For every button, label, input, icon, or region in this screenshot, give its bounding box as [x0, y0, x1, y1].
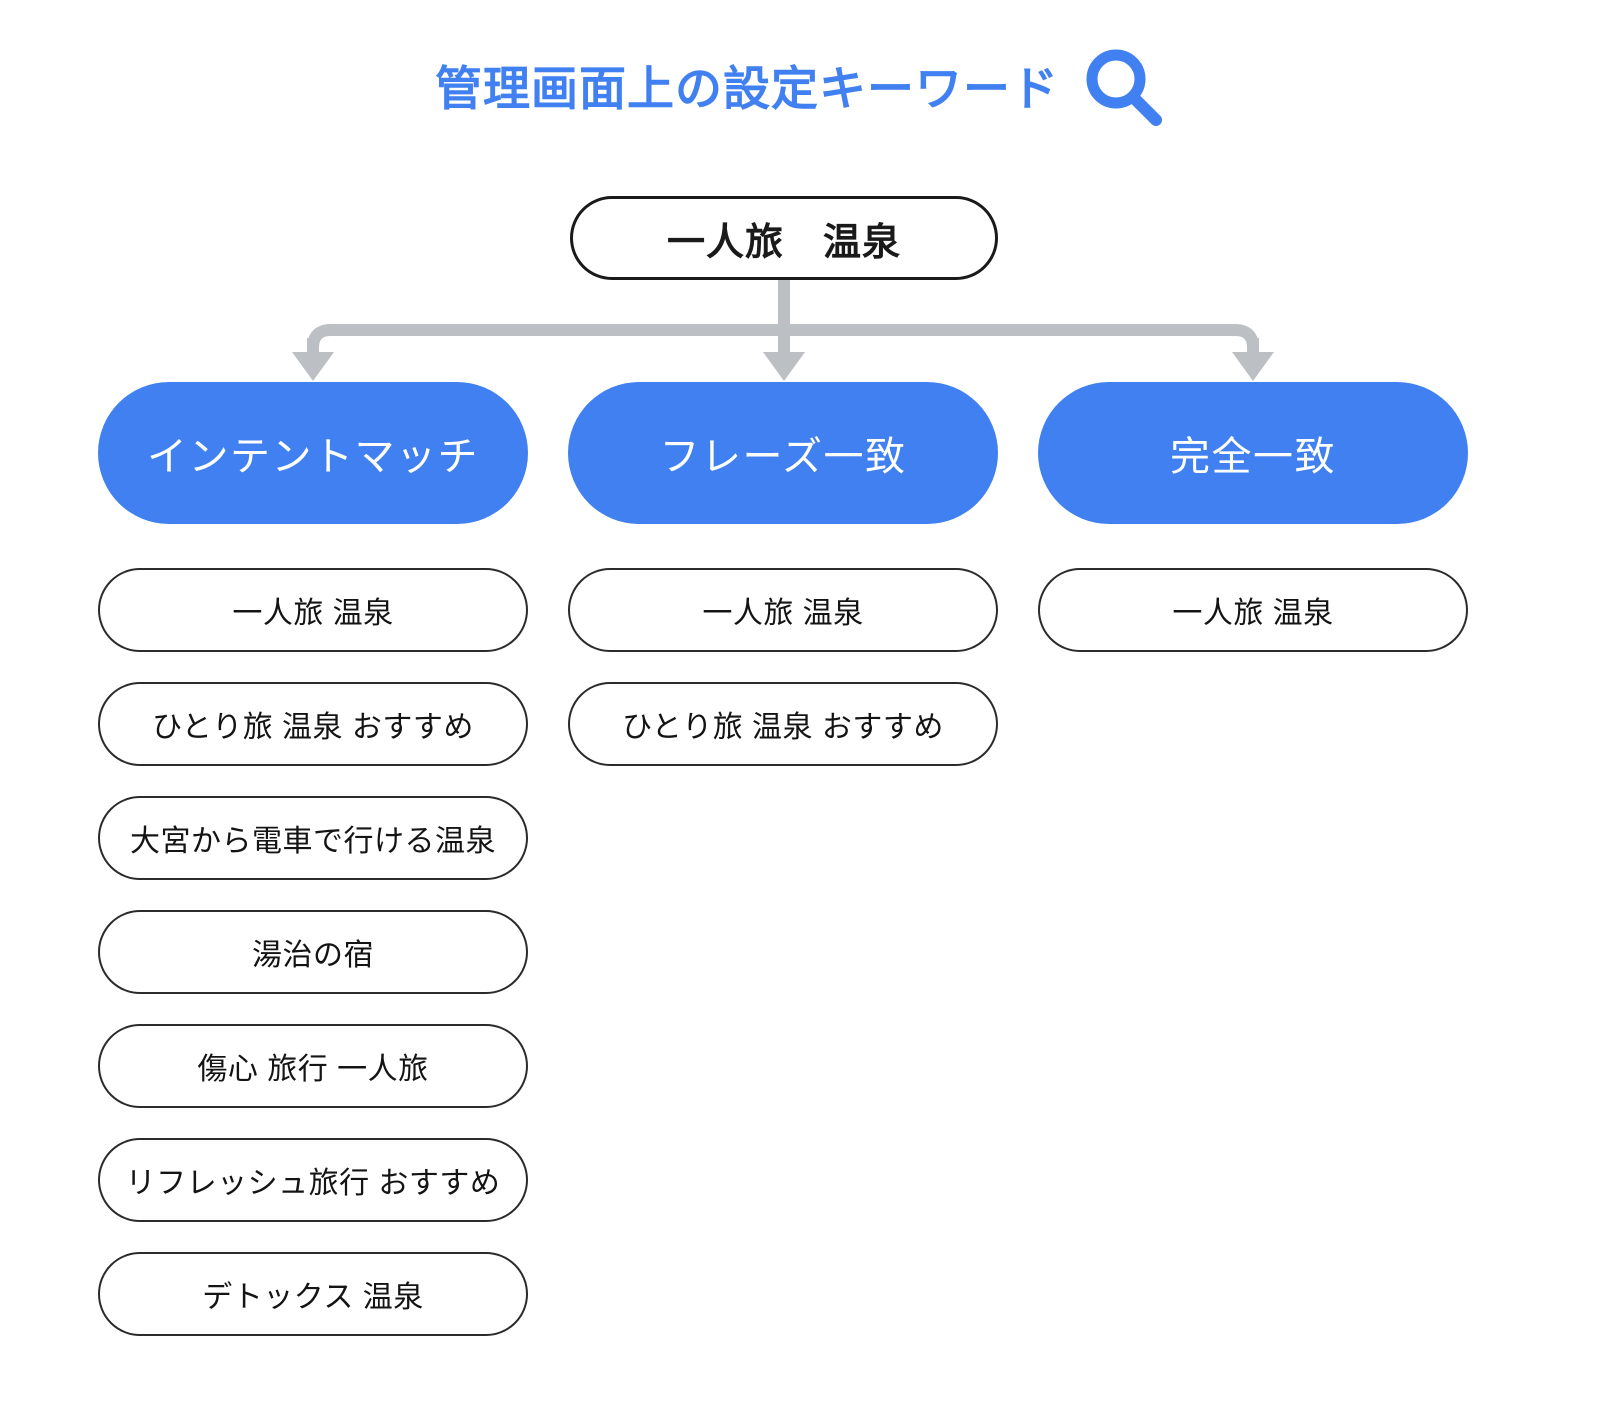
arrow-head-intent — [292, 352, 334, 381]
keyword-pill[interactable]: 傷心 旅行 一人旅 — [98, 1024, 528, 1108]
search-icon — [1086, 49, 1162, 126]
keyword-pill[interactable]: 一人旅 温泉 — [568, 568, 998, 652]
match-type-pill-phrase[interactable]: フレーズ一致 — [568, 382, 998, 524]
match-type-pill-intent[interactable]: インテントマッチ — [98, 382, 528, 524]
keyword-pill[interactable]: 一人旅 温泉 — [1038, 568, 1468, 652]
keyword-pill[interactable]: ひとり旅 温泉 おすすめ — [98, 682, 528, 766]
keyword-list-phrase: 一人旅 温泉 ひとり旅 温泉 おすすめ — [568, 568, 998, 766]
keyword-list-intent: 一人旅 温泉 ひとり旅 温泉 おすすめ 大宮から電車で行ける温泉 湯治の宿 傷心… — [98, 568, 528, 1336]
column-intent-match: インテントマッチ 一人旅 温泉 ひとり旅 温泉 おすすめ 大宮から電車で行ける温… — [98, 382, 528, 1336]
keyword-pill[interactable]: デトックス 温泉 — [98, 1252, 528, 1336]
page-title: 管理画面上の設定キーワード — [435, 61, 1059, 115]
keyword-list-exact: 一人旅 温泉 — [1038, 568, 1468, 652]
keyword-pill[interactable]: ひとり旅 温泉 おすすめ — [568, 682, 998, 766]
keyword-pill[interactable]: リフレッシュ旅行 おすすめ — [98, 1138, 528, 1222]
keyword-pill[interactable]: 一人旅 温泉 — [98, 568, 528, 652]
match-type-pill-exact[interactable]: 完全一致 — [1038, 382, 1468, 524]
root-keyword-node[interactable]: 一人旅 温泉 — [570, 196, 998, 280]
arrow-head-phrase — [763, 352, 805, 381]
keyword-pill[interactable]: 大宮から電車で行ける温泉 — [98, 796, 528, 880]
keyword-pill[interactable]: 湯治の宿 — [98, 910, 528, 994]
page-header: 管理画面上の設定キーワード — [0, 46, 1600, 130]
column-phrase-match: フレーズ一致 一人旅 温泉 ひとり旅 温泉 おすすめ — [568, 382, 998, 766]
column-exact-match: 完全一致 一人旅 温泉 — [1038, 382, 1468, 652]
arrow-head-exact — [1232, 352, 1274, 381]
